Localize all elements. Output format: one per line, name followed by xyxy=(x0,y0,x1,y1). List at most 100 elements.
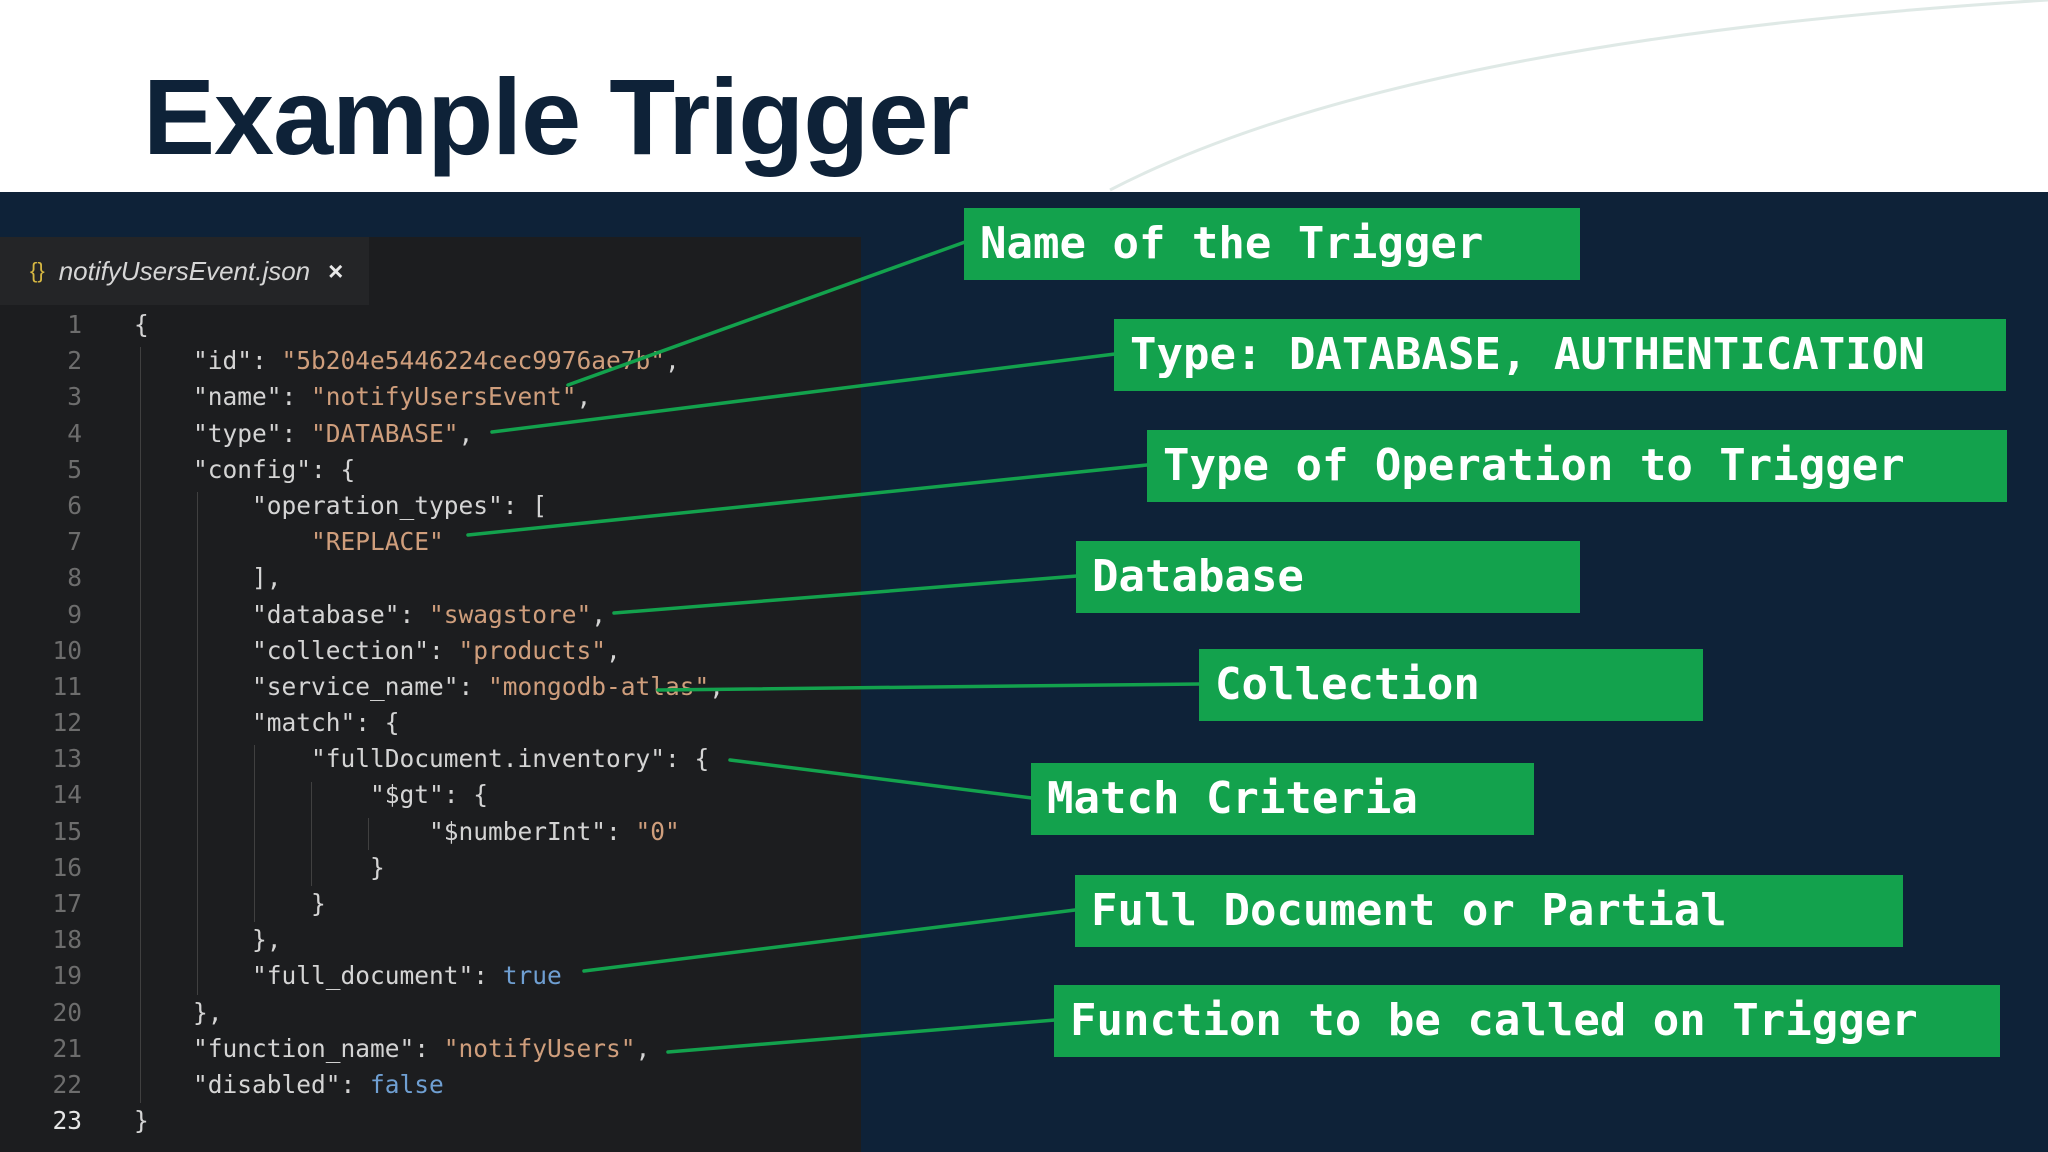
line-number: 12 xyxy=(52,708,82,738)
indent-guide xyxy=(197,492,198,995)
string-token: "notifyUsers" xyxy=(443,1033,636,1063)
line-number: 15 xyxy=(52,816,82,846)
line-content: "match": { xyxy=(134,705,400,741)
line-content: { xyxy=(134,307,149,343)
code-line: 20 }, xyxy=(0,995,861,1031)
boolean-token: true xyxy=(502,961,562,991)
callout-match: Match Criteria xyxy=(1031,763,1534,835)
line-content: } xyxy=(134,1103,149,1139)
line-content: "$gt": { xyxy=(134,777,488,813)
json-braces-icon: {} xyxy=(30,258,45,283)
file-tab-label: notifyUsersEvent.json xyxy=(58,255,311,286)
callout-operation: Type of Operation to Trigger xyxy=(1147,430,2007,502)
callout-function: Function to be called on Trigger xyxy=(1054,985,2000,1057)
code-line: 2 "id": "5b204e5446224cec9976ae7b", xyxy=(0,343,861,379)
code-token: } xyxy=(134,1106,149,1136)
code-token: , xyxy=(709,671,725,701)
code-line: 18 }, xyxy=(0,922,861,958)
string-token: "DATABASE" xyxy=(311,418,459,448)
close-icon[interactable]: × xyxy=(328,255,344,286)
indent-guide xyxy=(254,745,255,923)
line-number: 7 xyxy=(67,527,82,557)
code-token: , xyxy=(606,635,621,665)
boolean-token: false xyxy=(370,1069,444,1099)
code-area[interactable]: 1{2 "id": "5b204e5446224cec9976ae7b",3 "… xyxy=(0,307,861,1139)
code-line: 16 } xyxy=(0,850,861,886)
code-line: 4 "type": "DATABASE", xyxy=(0,416,861,452)
code-token: "type": xyxy=(134,418,312,448)
code-line: 14 "$gt": { xyxy=(0,777,861,813)
line-content: "disabled": false xyxy=(134,1067,444,1103)
code-token: "function_name": xyxy=(134,1033,444,1063)
callout-full-document: Full Document or Partial xyxy=(1075,875,1903,947)
code-token: "full_document": xyxy=(134,961,503,991)
code-line: 1{ xyxy=(0,307,861,343)
string-token: "REPLACE" xyxy=(134,527,444,557)
callout-type: Type: DATABASE, AUTHENTICATION xyxy=(1114,319,2006,391)
line-number: 14 xyxy=(52,780,82,810)
callout-name: Name of the Trigger xyxy=(964,208,1580,280)
callout-database: Database xyxy=(1076,541,1580,613)
line-number: 19 xyxy=(52,961,82,991)
code-line: 9 "database": "swagstore", xyxy=(0,597,861,633)
line-content: "operation_types": [ xyxy=(134,488,547,524)
line-content: } xyxy=(134,886,326,922)
line-content: "REPLACE" xyxy=(134,524,444,560)
code-token: "$numberInt": xyxy=(134,816,636,846)
code-line: 13 "fullDocument.inventory": { xyxy=(0,741,861,777)
code-line: 17 } xyxy=(0,886,861,922)
string-token: "5b204e5446224cec9976ae7b" xyxy=(281,346,666,376)
string-token: "swagstore" xyxy=(429,599,592,629)
slide-title: Example Trigger xyxy=(143,56,969,177)
line-content: }, xyxy=(134,995,223,1031)
code-token: , xyxy=(458,418,474,448)
callout-collection: Collection xyxy=(1199,649,1703,721)
code-line: 15 "$numberInt": "0" xyxy=(0,814,861,850)
string-token: "0" xyxy=(635,816,680,846)
code-editor: {} notifyUsersEvent.json × 1{2 "id": "5b… xyxy=(0,237,861,1152)
line-number: 13 xyxy=(52,744,82,774)
code-line: 10 "collection": "products", xyxy=(0,633,861,669)
code-line: 3 "name": "notifyUsersEvent", xyxy=(0,379,861,415)
line-number: 5 xyxy=(67,454,82,484)
line-number: 22 xyxy=(52,1069,82,1099)
code-token: "disabled": xyxy=(134,1069,371,1099)
line-number: 1 xyxy=(67,310,82,339)
code-token: "config": { xyxy=(134,454,356,484)
code-line: 21 "function_name": "notifyUsers", xyxy=(0,1031,861,1067)
code-token: ], xyxy=(134,563,282,593)
decorative-arc xyxy=(1109,0,2048,192)
line-content: "fullDocument.inventory": { xyxy=(134,741,709,777)
code-line: 11 "service_name": "mongodb-atlas", xyxy=(0,669,861,705)
code-token: }, xyxy=(134,997,223,1027)
code-line: 12 "match": { xyxy=(0,705,861,741)
code-token: { xyxy=(134,310,149,339)
file-tab[interactable]: {} notifyUsersEvent.json × xyxy=(0,237,370,305)
indent-guide xyxy=(368,817,369,850)
line-content: "full_document": true xyxy=(134,958,562,994)
code-token: , xyxy=(665,346,680,376)
line-content: "config": { xyxy=(134,452,355,488)
code-line: 23} xyxy=(0,1103,861,1139)
line-number: 17 xyxy=(52,889,82,918)
code-token: , xyxy=(576,382,592,412)
line-content: "type": "DATABASE", xyxy=(134,416,473,452)
code-token: "operation_types": [ xyxy=(134,490,548,520)
editor-tab-bar: {} notifyUsersEvent.json × xyxy=(0,237,861,305)
code-line: 6 "operation_types": [ xyxy=(0,488,861,524)
line-number: 3 xyxy=(67,382,82,412)
string-token: "products" xyxy=(458,635,607,665)
line-number: 20 xyxy=(52,997,82,1027)
line-content: }, xyxy=(134,922,282,958)
code-token: "match": { xyxy=(134,708,400,738)
line-number: 23 xyxy=(52,1106,82,1136)
line-number: 11 xyxy=(52,671,82,701)
code-line: 8 ], xyxy=(0,560,861,596)
line-content: } xyxy=(134,850,385,886)
line-content: "$numberInt": "0" xyxy=(134,814,680,850)
line-number: 6 xyxy=(67,490,82,520)
code-token: }, xyxy=(134,925,282,955)
code-token: "name": xyxy=(134,382,312,412)
code-token: "id": xyxy=(134,346,282,376)
line-content: "function_name": "notifyUsers", xyxy=(134,1031,650,1067)
